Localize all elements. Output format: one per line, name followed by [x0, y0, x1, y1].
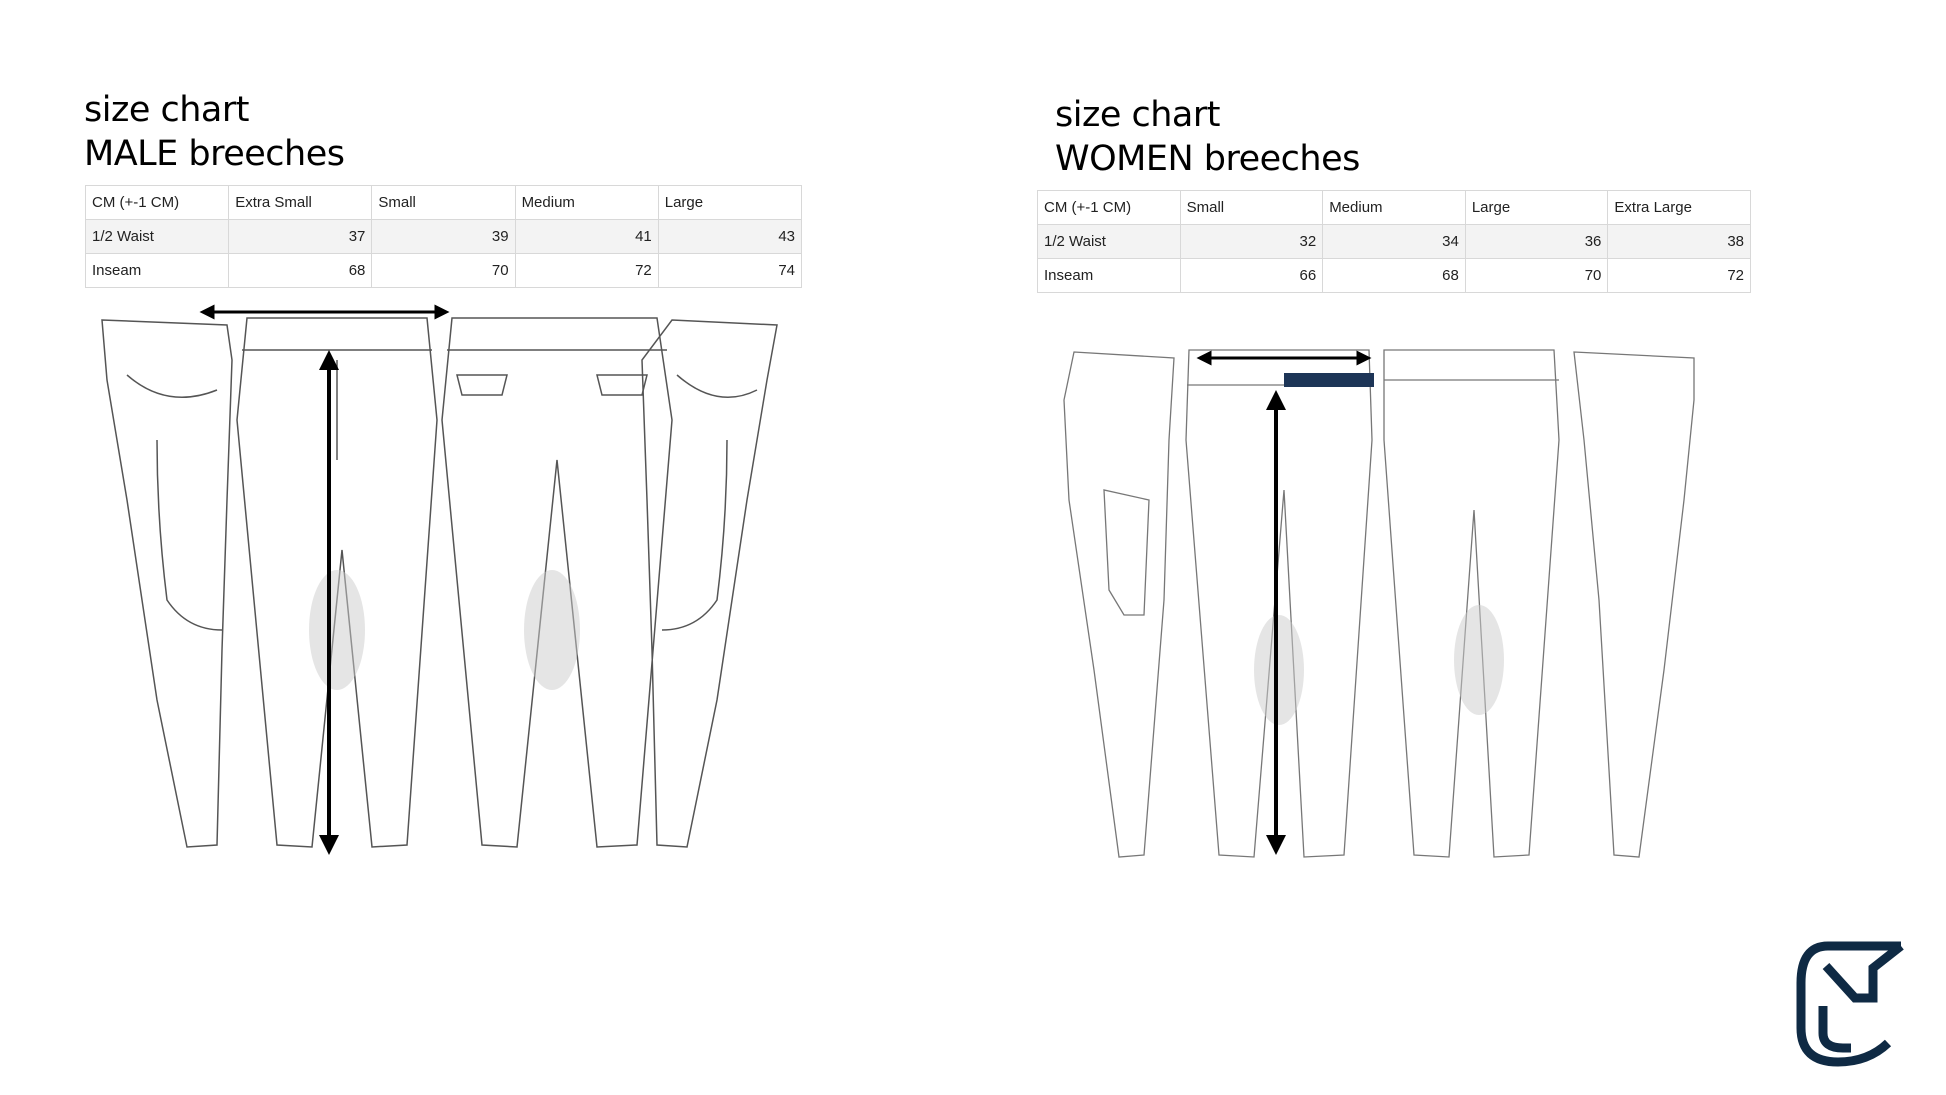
epique-logo	[1796, 941, 1904, 1067]
header-cell: CM (+-1 CM)	[1037, 190, 1181, 225]
row-label: 1/2 Waist	[84, 219, 230, 254]
pants-back-view	[1383, 349, 1560, 858]
cell: 68	[228, 253, 373, 288]
cell: 43	[657, 219, 803, 254]
header-cell: CM (+-1 CM)	[84, 185, 230, 220]
cell: 34	[1322, 224, 1466, 259]
women-title-line1: size chart	[1055, 95, 1220, 135]
table-row: Inseam 66 68 70 72	[1037, 258, 1751, 293]
cell: 32	[1179, 224, 1324, 259]
table-row: Inseam 68 70 72 74	[84, 253, 803, 288]
waistband-logo	[1284, 373, 1374, 387]
pants-side-view-right	[641, 319, 778, 848]
pants-side-view	[1063, 351, 1175, 858]
cell: 72	[514, 253, 659, 288]
cell: 66	[1179, 258, 1324, 293]
header-cell: Large	[1464, 190, 1609, 225]
row-label: Inseam	[1037, 258, 1181, 293]
header-cell: Medium	[514, 185, 659, 220]
pants-front-view	[236, 317, 438, 848]
table-header-row: CM (+-1 CM) Extra Small Small Medium Lar…	[84, 185, 803, 220]
male-size-table: CM (+-1 CM) Extra Small Small Medium Lar…	[84, 185, 803, 288]
cell: 70	[371, 253, 516, 288]
women-title: size chart WOMEN breeches	[1055, 93, 1360, 181]
cell: 70	[1464, 258, 1609, 293]
cell: 37	[228, 219, 373, 254]
male-title-line2: MALE breeches	[84, 134, 345, 174]
cell: 38	[1607, 224, 1751, 259]
pants-front-view	[1185, 349, 1373, 858]
male-breeches-illustration	[101, 304, 778, 855]
header-cell: Medium	[1322, 190, 1466, 225]
table-row: 1/2 Waist 32 34 36 38	[1037, 224, 1751, 259]
cell: 74	[657, 253, 803, 288]
header-cell: Small	[1179, 190, 1324, 225]
table-header-row: CM (+-1 CM) Small Medium Large Extra Lar…	[1037, 190, 1751, 225]
male-title: size chart MALE breeches	[84, 88, 345, 176]
women-size-table: CM (+-1 CM) Small Medium Large Extra Lar…	[1037, 190, 1751, 293]
pants-side-view-right	[1573, 351, 1695, 858]
cell: 72	[1607, 258, 1751, 293]
table-row: 1/2 Waist 37 39 41 43	[84, 219, 803, 254]
male-title-line1: size chart	[84, 90, 249, 130]
header-cell: Extra Large	[1607, 190, 1751, 225]
header-cell: Extra Small	[228, 185, 373, 220]
row-label: 1/2 Waist	[1037, 224, 1181, 259]
row-label: Inseam	[84, 253, 230, 288]
women-breeches-illustration	[1063, 349, 1695, 858]
pants-side-view	[101, 319, 233, 848]
cell: 39	[371, 219, 516, 254]
women-title-line2: WOMEN breeches	[1055, 139, 1360, 179]
header-cell: Small	[371, 185, 516, 220]
cell: 36	[1464, 224, 1609, 259]
cell: 41	[514, 219, 659, 254]
header-cell: Large	[657, 185, 803, 220]
cell: 68	[1322, 258, 1466, 293]
